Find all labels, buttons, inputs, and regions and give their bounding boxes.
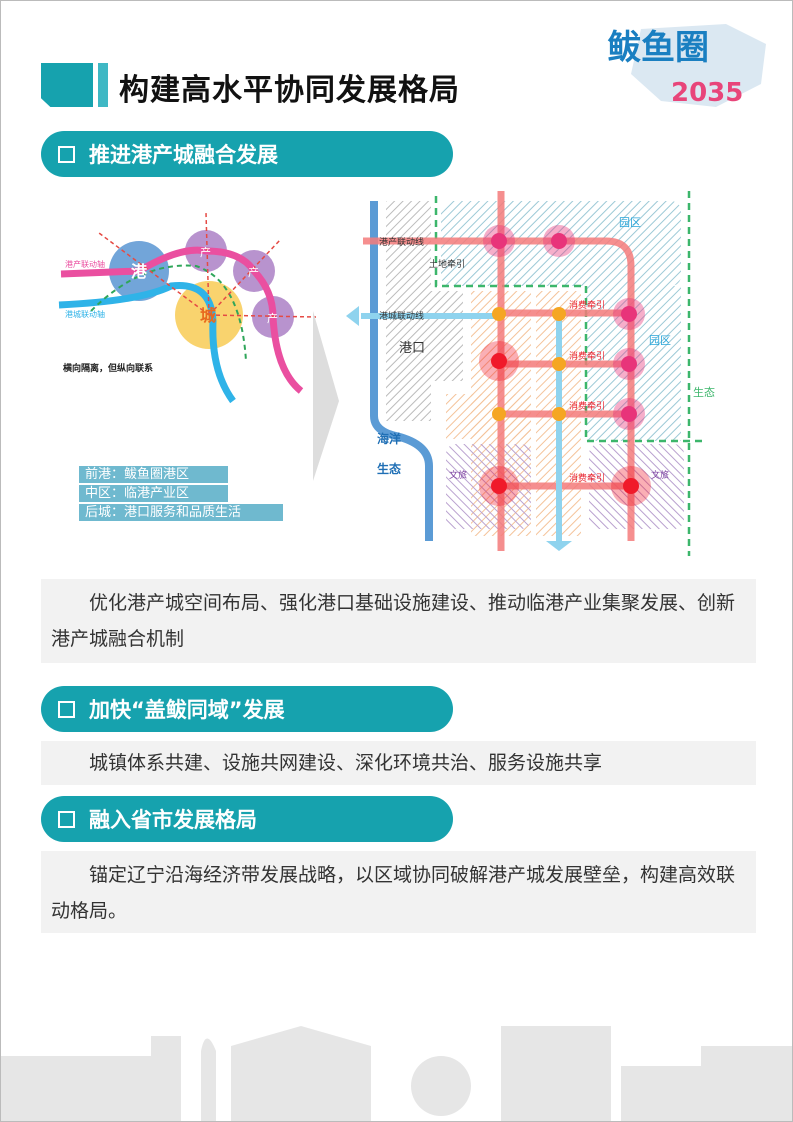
right-diagram: 港产联动线 土地牵引 港城联动线 港口 海洋 生态 园区 园区 生态 消费牵引 … bbox=[346, 191, 715, 556]
label-port-city-line: 港城联动线 bbox=[379, 310, 424, 322]
legend-item: 前港：鲅鱼圈港区 bbox=[79, 466, 228, 483]
label-ocean: 海洋 bbox=[377, 431, 401, 446]
legend-item: 后城：港口服务和品质生活 bbox=[79, 504, 283, 521]
axis-label: 港城联动轴 bbox=[65, 309, 105, 319]
checkbox-icon bbox=[58, 810, 75, 828]
label-land: 土地牵引 bbox=[429, 258, 465, 270]
section-text-1: 优化港产城空间布局、强化港口基础设施建设、推动临港产业集聚发展、创新港产城融合机… bbox=[41, 579, 756, 663]
section-label: 推进港产城融合发展 bbox=[89, 143, 278, 167]
left-diagram: 港 城 产 产 产 港产联动轴 港城联动轴 横向隔离，但纵向联系 bbox=[58, 212, 339, 481]
legend-item: 中区：临港产业区 bbox=[79, 485, 228, 502]
label-ecology: 生态 bbox=[377, 461, 401, 476]
node-industry: 产 bbox=[200, 245, 211, 259]
label-consume: 消费牵引 bbox=[569, 472, 605, 484]
label-consume: 消费牵引 bbox=[569, 299, 605, 311]
node-city: 城 bbox=[200, 306, 216, 325]
header-block bbox=[41, 63, 93, 107]
label-culture: 文旅 bbox=[651, 469, 669, 481]
logo-text: 鲅鱼圈 bbox=[607, 28, 709, 68]
checkbox-icon bbox=[58, 145, 75, 163]
diagram-caption: 横向隔离，但纵向联系 bbox=[63, 362, 153, 374]
node-industry: 产 bbox=[267, 311, 278, 325]
section-label: 融入省市发展格局 bbox=[89, 808, 257, 832]
label-port: 港口 bbox=[399, 341, 425, 356]
section-heading-3: 融入省市发展格局 bbox=[41, 796, 453, 842]
section-text-2: 城镇体系共建、设施共网建设、深化环境共治、服务设施共享 bbox=[41, 741, 756, 785]
axis-label: 港产联动轴 bbox=[65, 259, 105, 269]
logo-year: 2035 bbox=[671, 78, 743, 108]
section-heading-2: 加快“盖鲅同域”发展 bbox=[41, 686, 453, 732]
label-ecology: 生态 bbox=[693, 385, 715, 399]
checkbox-icon bbox=[58, 700, 75, 718]
label-culture: 文旅 bbox=[449, 469, 467, 481]
section-heading-1: 推进港产城融合发展 bbox=[41, 131, 453, 177]
label-park: 园区 bbox=[649, 334, 671, 347]
section-text-3: 锚定辽宁沿海经济带发展战略，以区域协同破解港产城发展壁垒，构建高效联动格局。 bbox=[41, 851, 756, 933]
node-port: 港 bbox=[131, 262, 148, 281]
header-bar bbox=[98, 63, 108, 107]
label-park: 园区 bbox=[619, 216, 641, 229]
logo: 鲅鱼圈 2035 bbox=[607, 24, 766, 108]
page-title: 构建高水平协同发展格局 bbox=[119, 73, 460, 108]
label-consume: 消费牵引 bbox=[569, 400, 605, 412]
label-port-industry-line: 港产联动线 bbox=[379, 236, 424, 248]
footer-skyline-illustration bbox=[1, 1026, 792, 1121]
label-consume: 消费牵引 bbox=[569, 350, 605, 362]
section-label: 加快“盖鲅同域”发展 bbox=[89, 698, 285, 722]
node-industry: 产 bbox=[248, 265, 259, 279]
